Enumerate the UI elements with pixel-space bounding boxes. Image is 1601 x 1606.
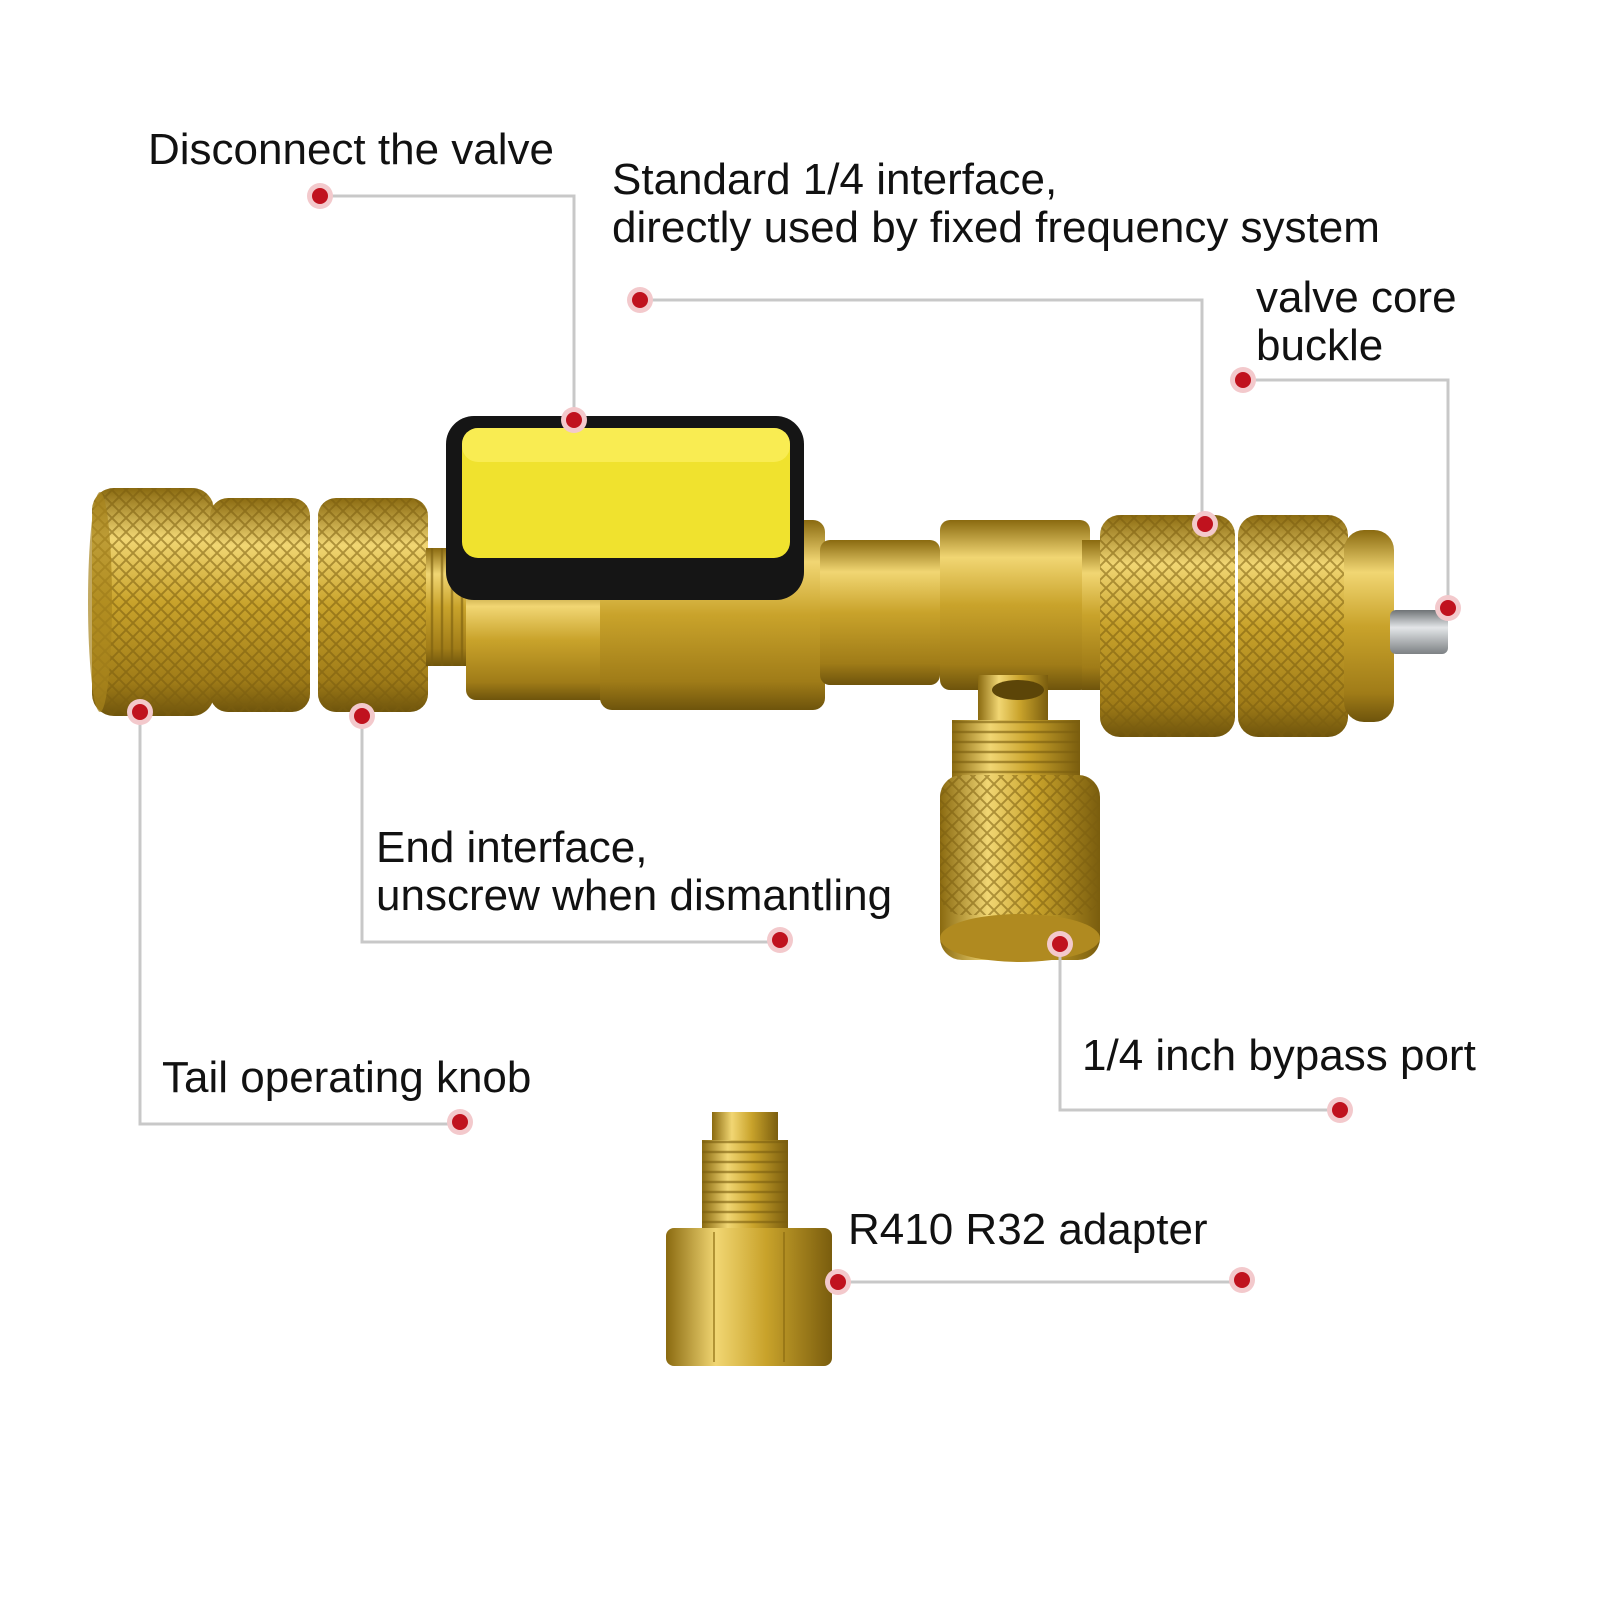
steel-core-tip bbox=[1390, 610, 1448, 654]
label-valve-core-buckle-line1: valve core bbox=[1256, 273, 1457, 322]
valve-core-removal-tool bbox=[88, 416, 1448, 962]
marker-dot bbox=[127, 699, 153, 725]
label-valve-core-buckle-line2: buckle bbox=[1256, 321, 1384, 370]
marker-dot bbox=[1327, 1097, 1353, 1123]
label-end-interface: End interface, unscrew when dismantling bbox=[376, 824, 892, 920]
leader-standard-interface bbox=[640, 298, 1204, 524]
markers bbox=[127, 183, 1461, 1295]
marker-dot bbox=[1435, 595, 1461, 621]
label-adapter: R410 R32 adapter bbox=[848, 1206, 1208, 1254]
leader-disconnect-valve bbox=[320, 194, 576, 420]
label-bypass-port: 1/4 inch bypass port bbox=[1082, 1032, 1476, 1080]
marker-dot bbox=[447, 1109, 473, 1135]
leader-bypass-port bbox=[1058, 944, 1340, 1112]
end-interface-nut bbox=[210, 498, 428, 712]
tail-knob bbox=[88, 488, 214, 716]
marker-dot bbox=[767, 927, 793, 953]
label-adapter-text: R410 R32 adapter bbox=[848, 1205, 1208, 1254]
bypass-port bbox=[940, 675, 1100, 962]
ball-valve-handle bbox=[446, 416, 804, 600]
leader-tail-knob bbox=[138, 712, 460, 1126]
label-standard-interface: Standard 1/4 interface, directly used by… bbox=[612, 156, 1380, 252]
label-disconnect-valve-text: Disconnect the valve bbox=[148, 125, 554, 174]
marker-dot bbox=[1047, 931, 1073, 957]
label-standard-interface-line2: directly used by fixed frequency system bbox=[612, 203, 1380, 252]
leader-valve-core-buckle bbox=[1243, 378, 1450, 608]
marker-dot bbox=[1229, 1267, 1255, 1293]
leader-lines bbox=[138, 194, 1450, 1284]
marker-dot bbox=[627, 287, 653, 313]
marker-dot bbox=[1192, 511, 1218, 537]
leader-end-interface bbox=[360, 716, 780, 944]
marker-dot bbox=[349, 703, 375, 729]
label-end-interface-line1: End interface, bbox=[376, 823, 648, 872]
valve-core-buckle-coupler bbox=[1100, 515, 1448, 737]
label-tail-knob-text: Tail operating knob bbox=[162, 1053, 532, 1102]
label-disconnect-valve: Disconnect the valve bbox=[148, 126, 554, 174]
marker-dot bbox=[561, 407, 587, 433]
adapter-fitting bbox=[666, 1112, 832, 1366]
marker-dot bbox=[307, 183, 333, 209]
label-tail-knob: Tail operating knob bbox=[162, 1054, 531, 1102]
marker-dot bbox=[825, 1269, 851, 1295]
label-standard-interface-line1: Standard 1/4 interface, bbox=[612, 155, 1058, 204]
marker-dot bbox=[1230, 367, 1256, 393]
label-bypass-port-text: 1/4 inch bypass port bbox=[1082, 1031, 1476, 1080]
label-valve-core-buckle: valve core buckle bbox=[1256, 274, 1457, 370]
label-end-interface-line2: unscrew when dismantling bbox=[376, 871, 893, 920]
